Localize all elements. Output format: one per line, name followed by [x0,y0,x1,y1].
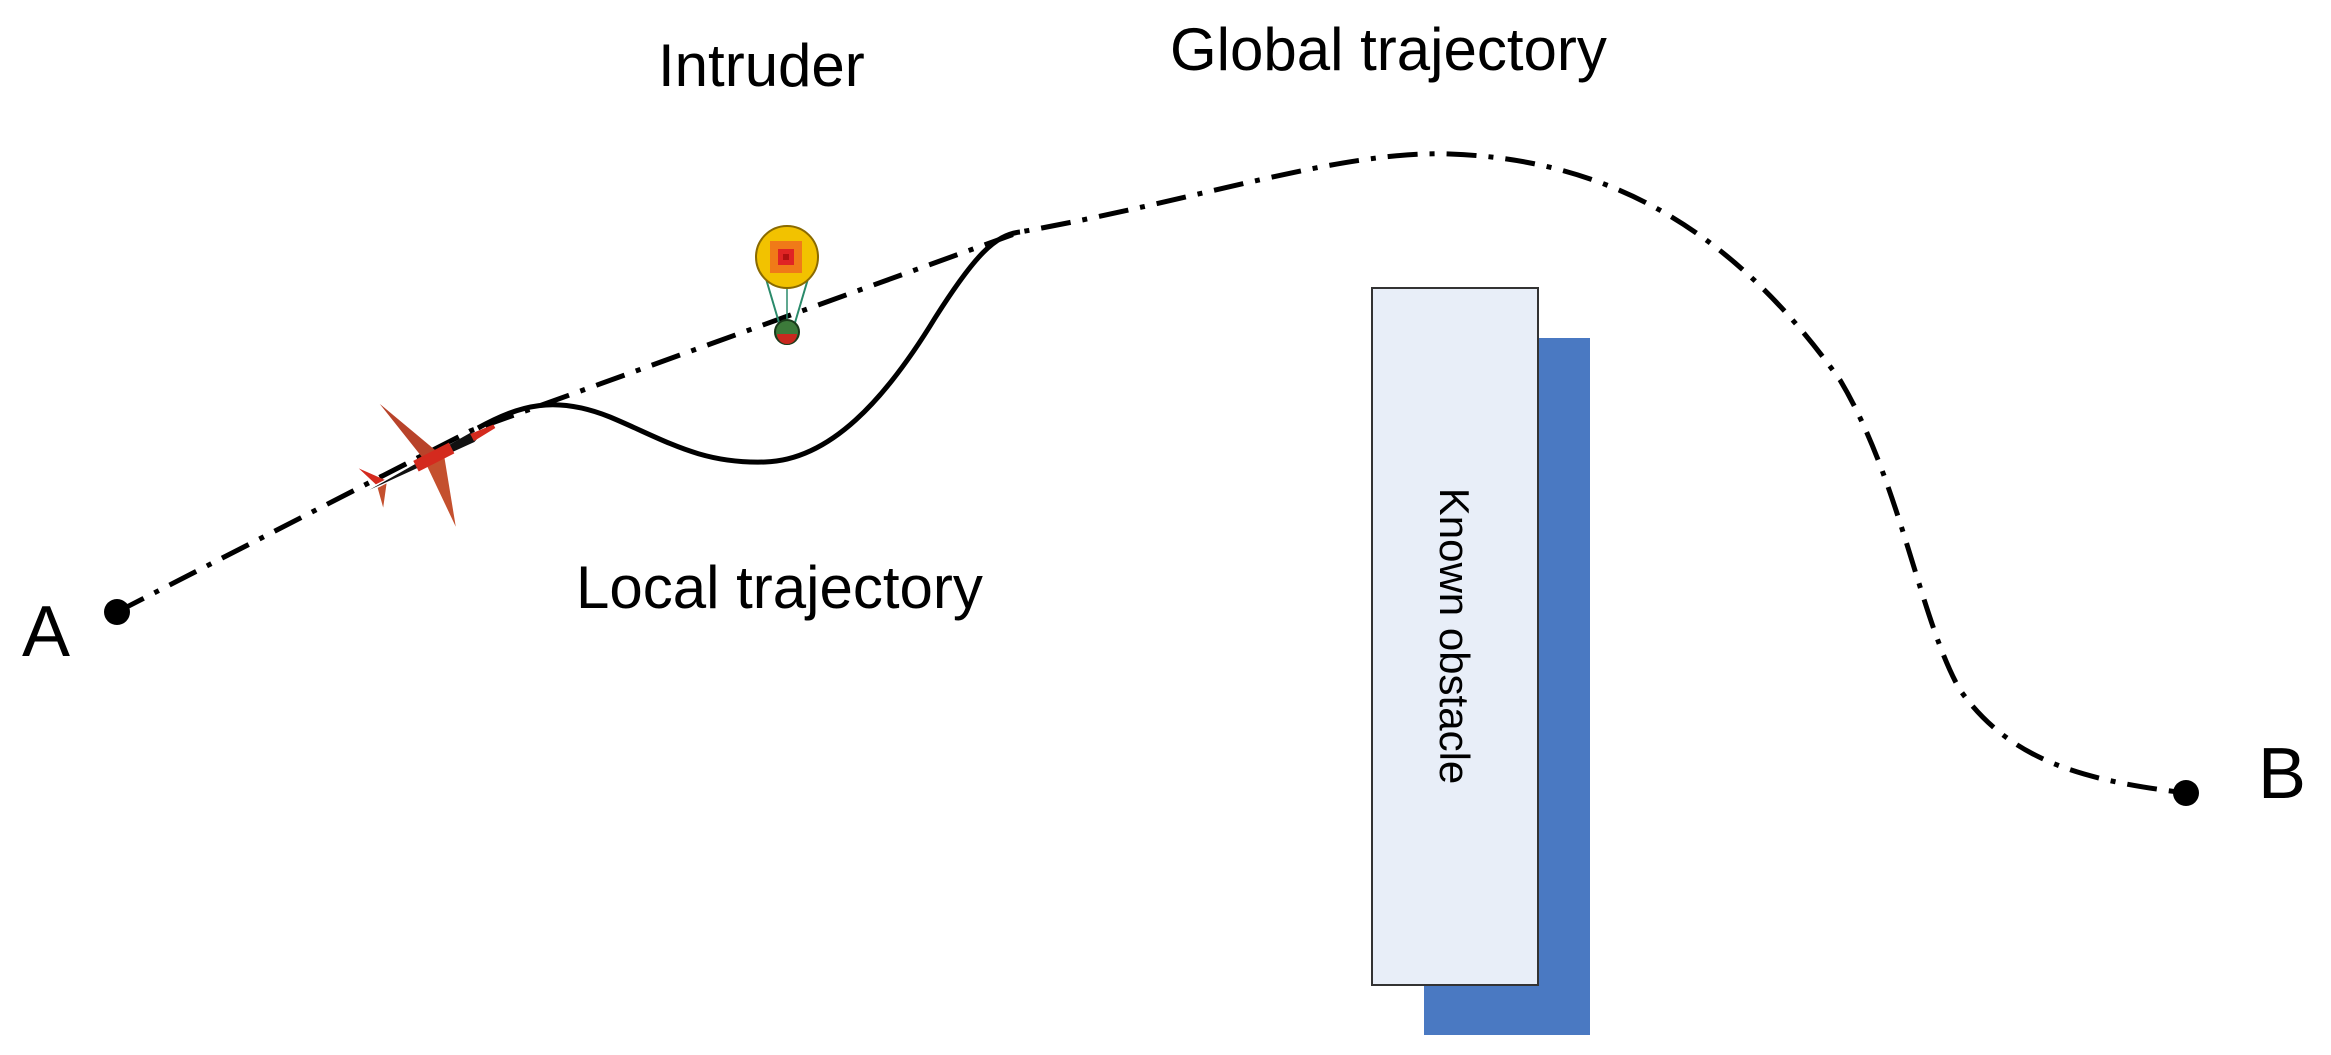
local-trajectory-path [476,229,1021,465]
global-trajectory-path [115,151,2187,796]
start-point [104,599,130,625]
end-point [2173,780,2199,806]
balloon-icon [755,225,819,345]
point-a-label: A [22,592,70,672]
known-obstacle-label: Known obstacle [1431,488,1478,785]
known-obstacle [1371,287,1539,986]
point-b-label: B [2258,734,2306,814]
global-trajectory-label: Global trajectory [1170,16,1607,83]
intruder-label: Intruder [658,32,865,99]
local-trajectory-label: Local trajectory [576,554,983,621]
aircraft-icon [358,403,496,527]
